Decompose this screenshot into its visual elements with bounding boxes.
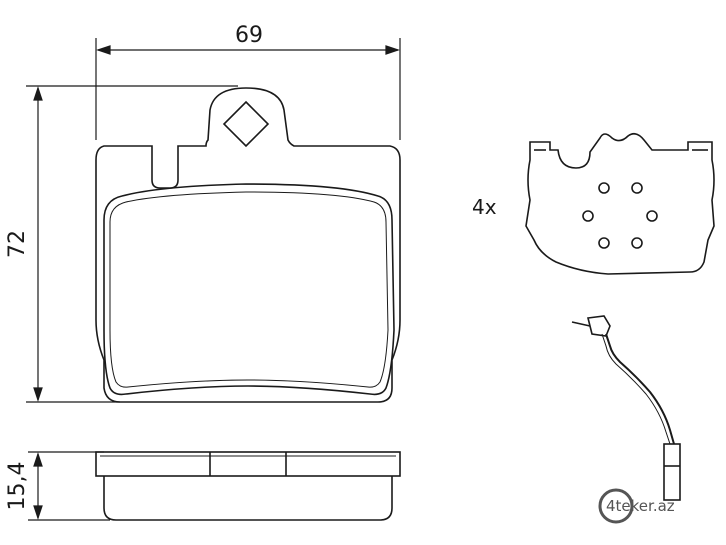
backing-plate-outline — [95, 87, 401, 403]
width-dimension-label: 69 — [235, 23, 263, 48]
watermark-ring — [598, 488, 634, 524]
mounting-diamond — [222, 100, 270, 148]
anti-squeal-shim — [525, 132, 715, 275]
shim-hole — [646, 210, 658, 222]
sensor-cable — [605, 333, 675, 445]
shim-hole — [582, 210, 594, 222]
shim-hole — [598, 237, 610, 249]
sensor-probe — [663, 443, 681, 501]
height-dimension-label: 72 — [5, 230, 30, 258]
sensor-connector-pin — [571, 321, 591, 327]
watermark-text: 4teker.az — [606, 497, 675, 515]
side-friction-material — [103, 476, 393, 521]
shim-hole — [631, 182, 643, 194]
wear-sensor — [571, 315, 681, 501]
height-dimension — [26, 85, 238, 403]
watermark-logo: 4teker.az — [598, 488, 675, 524]
sensor-cable-edge — [601, 333, 671, 445]
width-arrow-right — [385, 45, 400, 55]
side-backing-plate — [95, 451, 401, 477]
shim-hole — [631, 237, 643, 249]
shim-outline — [525, 132, 715, 275]
height-arrow-top — [33, 86, 43, 101]
shim-hole — [598, 182, 610, 194]
width-arrow-left — [96, 45, 111, 55]
friction-material — [103, 183, 395, 396]
thickness-arrow-bottom — [33, 505, 43, 520]
shim-quantity-label: 4x — [472, 195, 497, 219]
thickness-arrow-top — [33, 452, 43, 467]
width-dimension — [95, 38, 401, 140]
friction-material-inner — [109, 191, 389, 388]
sensor-connector — [587, 315, 611, 337]
brake-pad-front-view — [95, 87, 401, 403]
thickness-dimension — [28, 451, 110, 521]
brake-pad-side-view — [95, 451, 401, 521]
thickness-dimension-label: 15,4 — [5, 462, 30, 511]
height-arrow-bottom — [33, 387, 43, 402]
